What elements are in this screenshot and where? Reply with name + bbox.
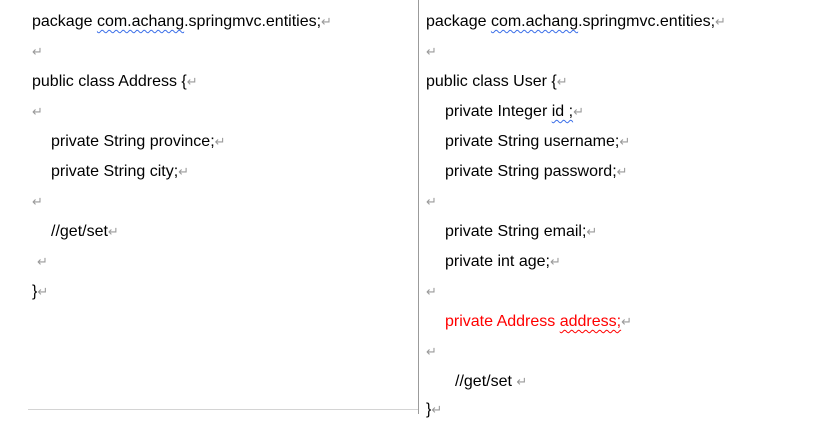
- code-text: //get/set: [51, 223, 108, 240]
- empty-paragraph: ↵: [426, 277, 437, 307]
- paragraph-mark-icon: ↵: [214, 134, 226, 149]
- empty-paragraph: ↵: [32, 187, 43, 217]
- code-text: public class User {: [426, 73, 557, 90]
- code-text: }: [426, 401, 432, 418]
- code-line-field-city: private String city;↵: [51, 157, 189, 187]
- code-line-field-email: private String email;↵: [445, 217, 597, 247]
- empty-paragraph: ↵: [426, 187, 437, 217]
- paragraph-mark-icon: ↵: [616, 164, 628, 179]
- code-line-comment: //get/set ↵: [455, 367, 527, 397]
- code-text: private int age;: [445, 253, 550, 270]
- paragraph-mark-icon: ↵: [37, 284, 49, 299]
- column-divider: [418, 0, 419, 414]
- code-text: public class Address {: [32, 73, 187, 90]
- paragraph-mark-icon: ↵: [516, 374, 528, 389]
- paragraph-mark-icon: ↵: [426, 284, 437, 299]
- code-line-package: package com.achang.springmvc.entities;↵: [426, 7, 726, 37]
- code-text: private String province;: [51, 133, 215, 150]
- empty-paragraph: ↵: [426, 337, 437, 367]
- paragraph-mark-icon: ↵: [186, 74, 198, 89]
- code-line-field-province: private String province;↵: [51, 127, 226, 157]
- code-text: package: [426, 13, 491, 30]
- empty-paragraph: ↵: [32, 97, 43, 127]
- left-code-column: package com.achang.springmvc.entities;↵ …: [0, 0, 418, 414]
- code-text: private Integer: [445, 103, 552, 120]
- code-line-class-declaration: public class User {↵: [426, 67, 568, 97]
- code-text: package: [32, 13, 97, 30]
- paragraph-mark-icon: ↵: [321, 14, 332, 29]
- paragraph-mark-icon: ↵: [178, 164, 190, 179]
- paragraph-mark-icon: ↵: [586, 224, 598, 239]
- paragraph-mark-icon: ↵: [32, 104, 43, 119]
- code-line-field-username: private String username;↵: [445, 127, 630, 157]
- code-line-comment: //get/set↵: [51, 217, 119, 247]
- code-text: private Address: [445, 313, 560, 330]
- code-line-field-age: private int age;↵: [445, 247, 561, 277]
- code-line-class-declaration: public class Address {↵: [32, 67, 198, 97]
- code-line-field-id: private Integer id ;↵: [445, 97, 584, 127]
- code-text: }: [32, 283, 38, 300]
- paragraph-mark-icon: ↵: [426, 194, 437, 209]
- code-text: private String password;: [445, 163, 617, 180]
- empty-paragraph: ↵: [37, 247, 48, 277]
- paragraph-mark-icon: ↵: [556, 74, 568, 89]
- paragraph-mark-icon: ↵: [426, 44, 437, 59]
- spellcheck-word: com.achang: [490, 13, 579, 30]
- spellcheck-word: address;: [559, 313, 622, 330]
- table-bottom-border: [28, 409, 418, 410]
- empty-paragraph: ↵: [426, 37, 437, 67]
- code-text: private String city;: [51, 163, 179, 180]
- paragraph-mark-icon: ↵: [37, 254, 48, 269]
- code-line-field-password: private String password;↵: [445, 157, 628, 187]
- code-line-field-address-highlighted: private Address address;↵: [445, 307, 632, 337]
- paragraph-mark-icon: ↵: [573, 104, 584, 119]
- paragraph-mark-icon: ↵: [549, 254, 561, 269]
- paragraph-mark-icon: ↵: [426, 344, 437, 359]
- spellcheck-word: id ;: [551, 103, 574, 120]
- code-text: .springmvc.entities;: [184, 13, 322, 30]
- code-line-closing-brace: }↵: [426, 395, 442, 425]
- spellcheck-word: com.achang: [96, 13, 185, 30]
- right-code-column: package com.achang.springmvc.entities;↵ …: [420, 0, 826, 418]
- code-text: .springmvc.entities;: [578, 13, 716, 30]
- code-text: private String email;: [445, 223, 587, 240]
- code-text: //get/set: [455, 373, 517, 390]
- empty-paragraph: ↵: [32, 37, 43, 67]
- paragraph-mark-icon: ↵: [715, 14, 726, 29]
- paragraph-mark-icon: ↵: [619, 134, 631, 149]
- paragraph-mark-icon: ↵: [431, 402, 443, 417]
- paragraph-mark-icon: ↵: [621, 314, 633, 329]
- code-text: private String username;: [445, 133, 620, 150]
- paragraph-mark-icon: ↵: [107, 224, 119, 239]
- paragraph-mark-icon: ↵: [32, 194, 43, 209]
- code-line-package: package com.achang.springmvc.entities;↵: [32, 7, 332, 37]
- code-line-closing-brace: }↵: [32, 277, 48, 307]
- paragraph-mark-icon: ↵: [32, 44, 43, 59]
